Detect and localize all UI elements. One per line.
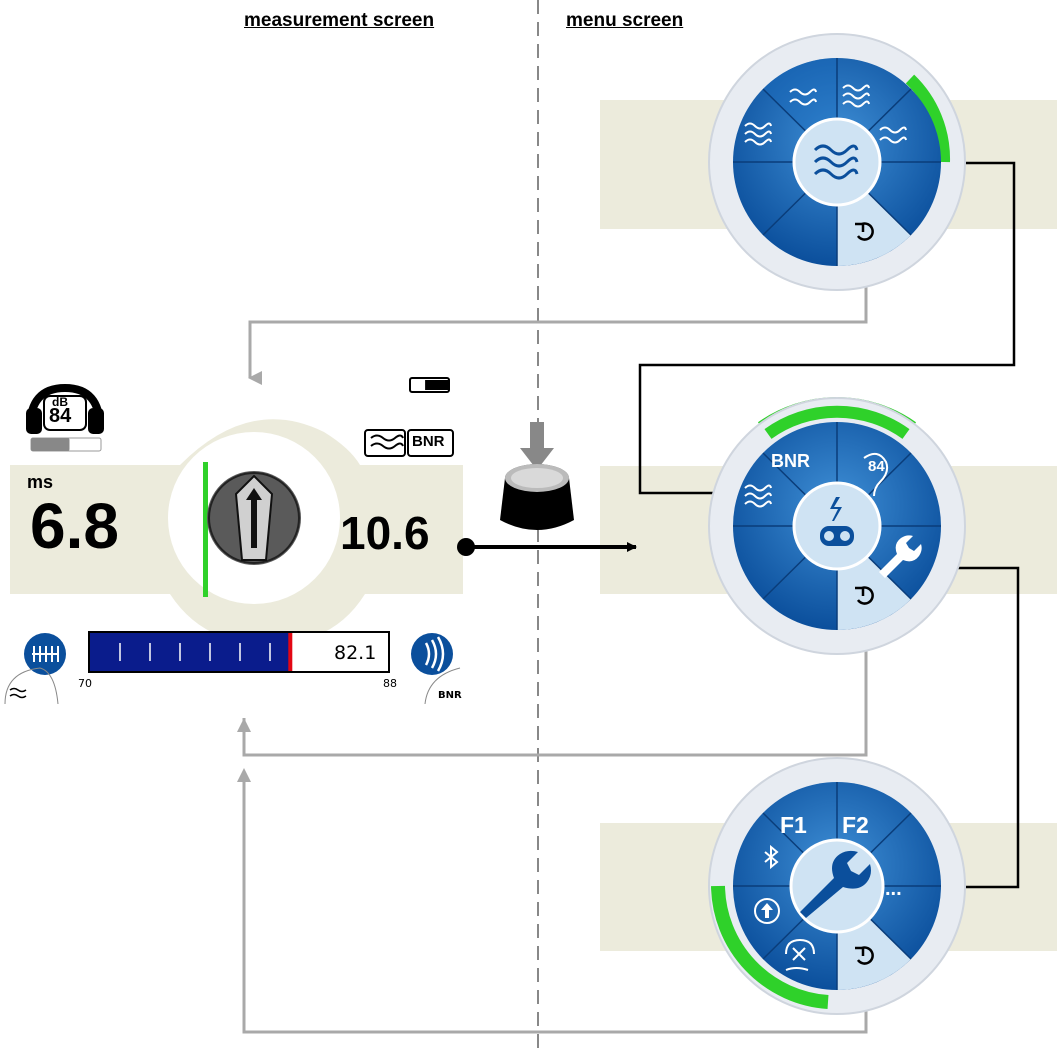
settings-f1-item[interactable]: F1 [780,812,807,839]
headphone-db-value: 84 [49,405,72,427]
sound-waves-icon [411,633,453,675]
unit-label: ms [27,472,54,492]
level-max-label: 88 [383,677,397,690]
menu-band-filter [600,100,1057,229]
headphone-volume-fill [31,438,70,451]
left-value: 6.8 [30,490,119,562]
filter-waves-icon [364,429,406,457]
headphone-db-unit: dB [52,395,68,409]
level-min-label: 70 [78,677,92,690]
settings-f2-label: F2 [842,812,869,838]
settings-more-label: ... [885,878,902,900]
main-menu-volume-item[interactable]: 84 [868,458,885,476]
menu-band-settings [600,823,1057,951]
measurement-screen: dB 84 BNR ms 6.8 10.6 82.1 70 88 BNR [0,0,520,720]
signal-strength-marker [203,462,208,597]
level-readout: 82.1 [334,642,377,664]
bnr-badge-box [407,429,454,457]
battery-fill [425,380,448,390]
settings-f2-item[interactable]: F2 [842,812,869,839]
menu-screen-heading: menu screen [566,10,684,31]
main-menu-bnr-item[interactable]: BNR [771,451,810,472]
bnr-corner-label: BNR [438,690,462,701]
measurement-screen-heading: measurement screen [244,10,435,31]
main-menu-bnr-label: BNR [771,451,810,471]
headphone-icon [26,383,104,434]
main-menu-volume-label: 84 [868,458,885,475]
level-bar-marker [288,633,293,671]
filter-circle-icon [24,633,66,675]
measurement-graphics [4,377,463,705]
right-value: 10.6 [340,507,430,559]
bnr-badge: BNR [412,433,445,450]
settings-f1-label: F1 [780,812,807,838]
settings-more-item[interactable]: ... [885,878,902,901]
menu-band-main [600,466,1057,594]
